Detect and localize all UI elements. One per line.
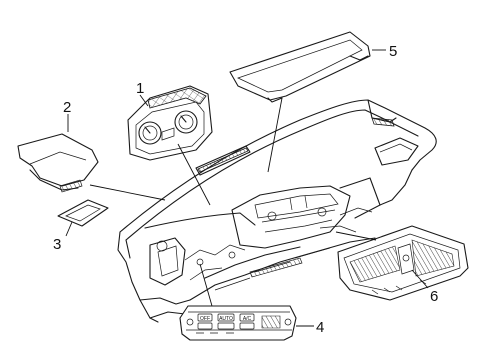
instrument-panel — [117, 99, 437, 323]
display-cover — [229, 31, 371, 103]
callout-4: 4 — [316, 319, 324, 336]
callout-1: 1 — [136, 80, 144, 97]
right-dial-icon — [284, 318, 292, 326]
air-vent — [337, 225, 469, 301]
speedometer-gauge — [138, 121, 162, 145]
callout-5: 5 — [389, 43, 397, 60]
off-button-label: OFF — [200, 316, 210, 322]
callout-6: 6 — [430, 288, 438, 305]
left-dial-icon — [186, 318, 194, 326]
leader-lines — [65, 49, 429, 327]
small-bezel — [57, 199, 109, 227]
trim-cover-panel — [17, 133, 99, 193]
callout-3: 3 — [53, 236, 61, 253]
callout-labels: 1 2 3 4 5 6 — [53, 43, 438, 336]
instrument-cluster — [127, 85, 213, 161]
auto-button-label: AUTO — [219, 316, 233, 322]
ac-button-label: A/C — [243, 316, 252, 322]
climate-control-panel: OFF AUTO A/C — [179, 305, 297, 341]
callout-2: 2 — [63, 99, 71, 116]
tachometer-gauge — [174, 110, 198, 134]
